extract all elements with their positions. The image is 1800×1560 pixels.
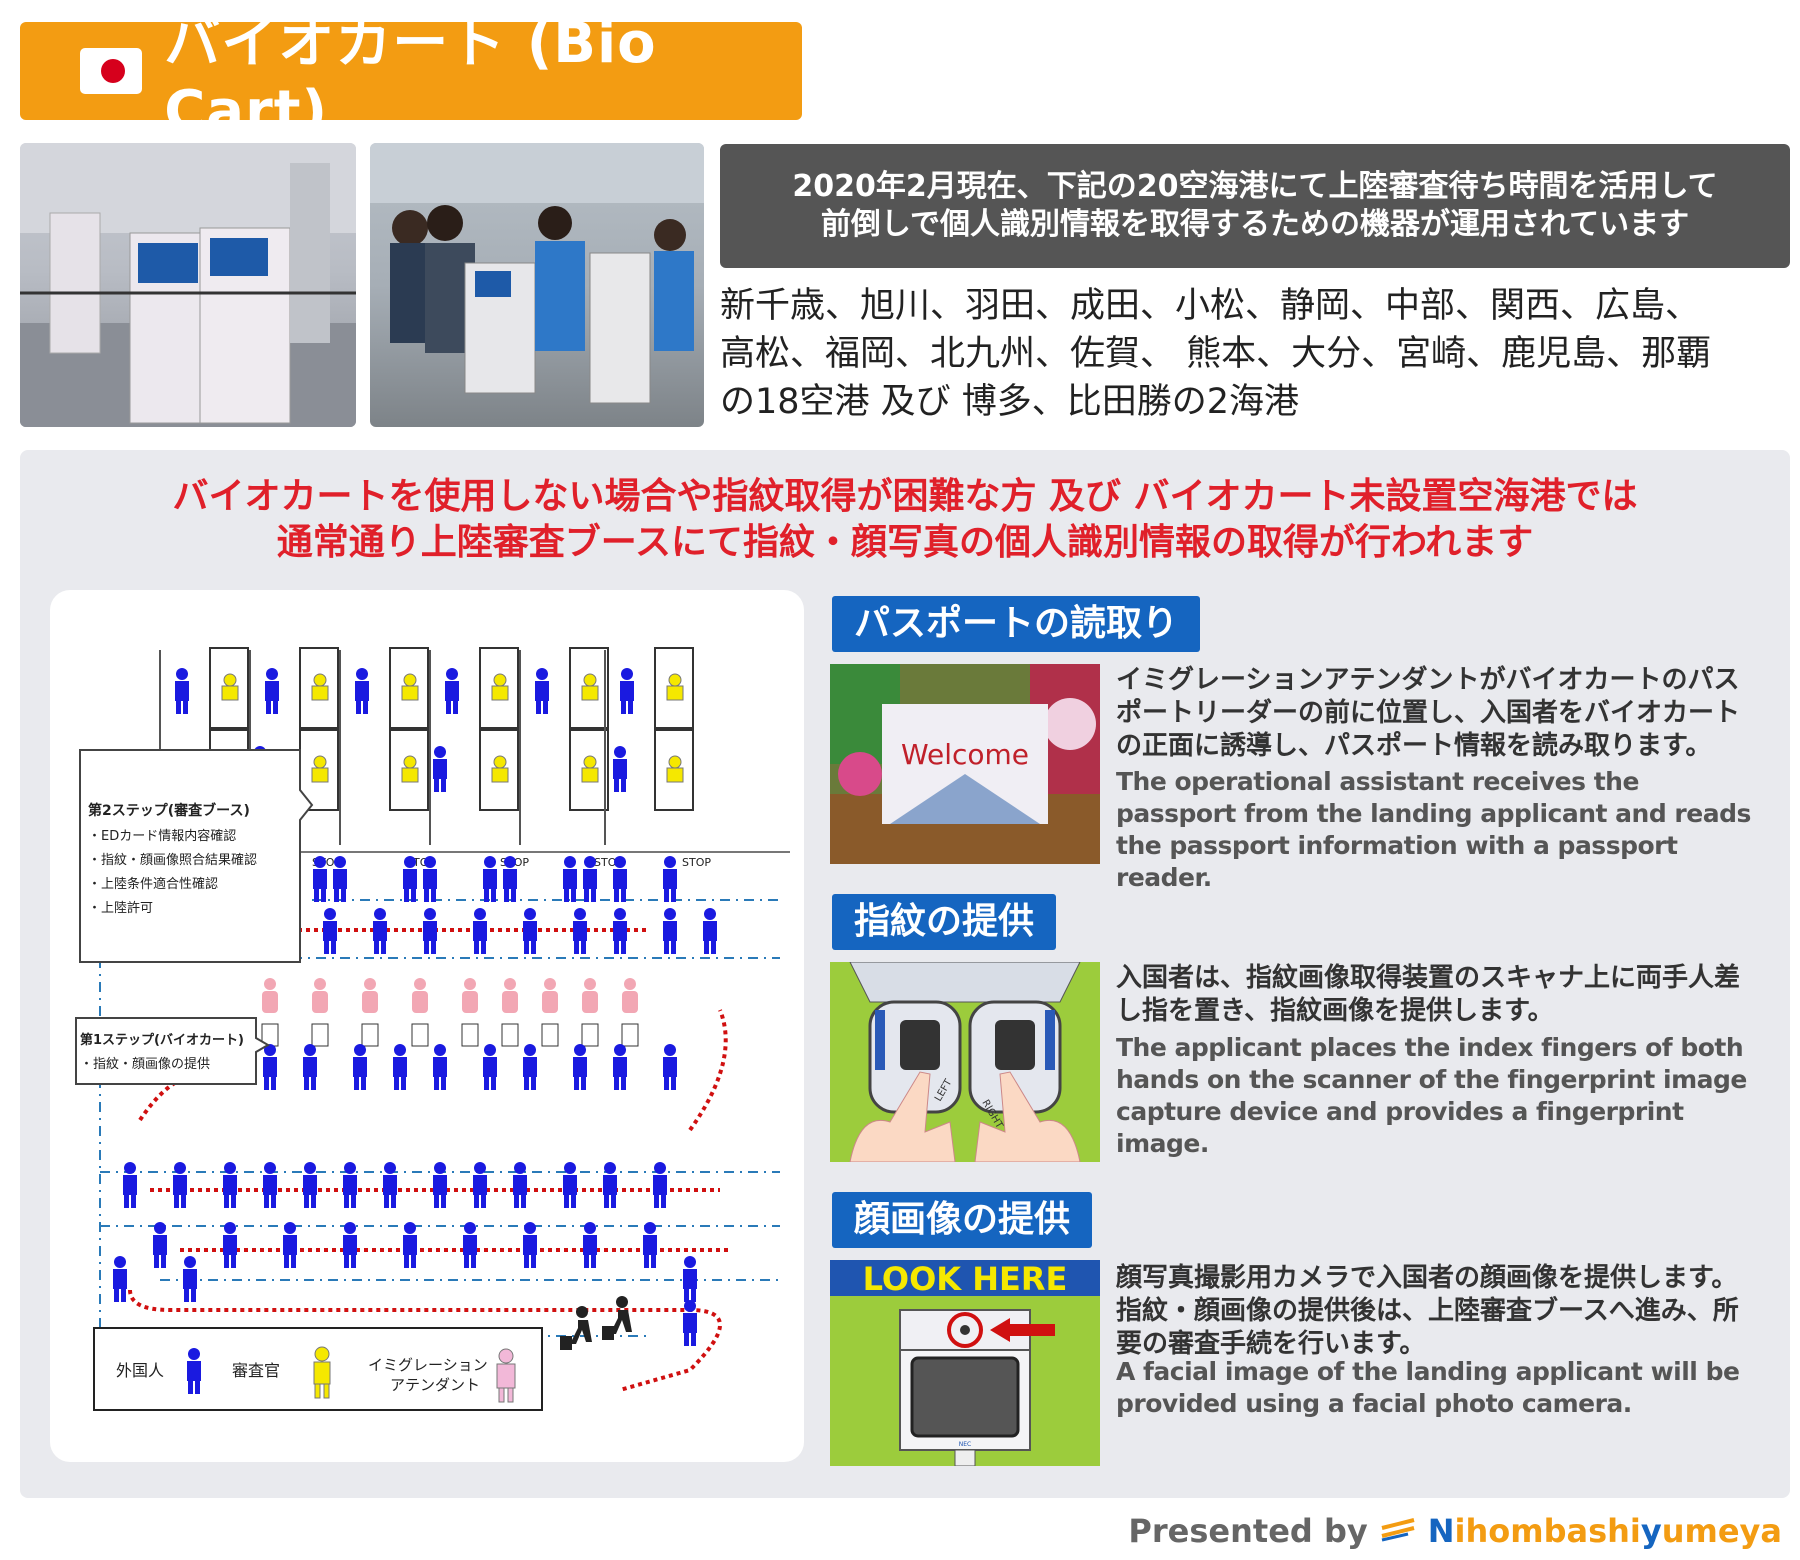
- step-label-face: 顔画像の提供: [832, 1192, 1093, 1248]
- legend-attendant-1: イミグレーション: [368, 1356, 488, 1374]
- welcome-image: Welcome: [830, 664, 1100, 864]
- presented-by: Presented by: [1128, 1512, 1368, 1550]
- booth: [519, 647, 627, 845]
- biocart-photo-queue: [370, 143, 704, 427]
- step1-title: 第1ステップ(バイオカート): [80, 1032, 244, 1048]
- travellers-icon: [560, 1296, 632, 1350]
- japan-flag-icon: [80, 48, 143, 94]
- step-face-en: A facial image of the landing applicant …: [1116, 1357, 1740, 1418]
- brand-name: Nihombashiyumeya: [1428, 1512, 1782, 1550]
- brand-y: y: [1640, 1512, 1662, 1550]
- legend-foreigner: 外国人: [116, 1361, 164, 1380]
- title-bar: バイオカート (Bio Cart): [20, 11, 802, 144]
- info-box: 2020年2月現在、下記の20空海港にて上陸審査待ち時間を活用して 前倒しで個人…: [720, 144, 1790, 268]
- booth: [339, 647, 447, 845]
- step2-item-4: ・上陸許可: [88, 900, 153, 916]
- step-fingerprint-en: The applicant places the index fingers o…: [1116, 1033, 1747, 1158]
- look-here-text: LOOK HERE: [863, 1260, 1068, 1298]
- biocart-photo-machines: [20, 143, 356, 427]
- step-label-fingerprint: 指紋の提供: [832, 894, 1057, 950]
- step-face-jp: 顔写真撮影用カメラで入国者の顔画像を提供します。指紋・顔画像の提供後は、上陸審査…: [1116, 1263, 1739, 1359]
- booth: [604, 647, 694, 845]
- brand-logo-icon: [1378, 1512, 1418, 1550]
- step2-item-1: ・EDカード情報内容確認: [88, 828, 236, 844]
- notice-line-1: バイオカートを使用しない場合や指紋取得が困難な方 及び バイオカート未設置空海港…: [172, 476, 1638, 517]
- ports-line-3: の18空港 及び 博多、比田勝の2海港: [720, 382, 1300, 422]
- step-passport-jp: イミグレーションアテンダントがバイオカートのパスポートリーダーの前に位置し、入国…: [1116, 665, 1741, 761]
- face-camera-image: LOOK HERE NEC: [830, 1260, 1100, 1466]
- info-line-1: 2020年2月現在、下記の20空海港にて上陸審査待ち時間を活用して: [792, 169, 1718, 204]
- brand-part-2: umeya: [1661, 1512, 1782, 1550]
- brand-part-1: ihombashi: [1454, 1512, 1641, 1550]
- info-line-2: 前倒しで個人識別情報を取得するための機器が運用されています: [820, 207, 1690, 242]
- booth: [429, 647, 519, 845]
- step1-item: ・指紋・顔画像の提供: [80, 1056, 210, 1072]
- step-fingerprint-jp: 入国者は、指紋画像取得装置のスキャナ上に両手人差し指を置き、指紋画像を提供します…: [1116, 963, 1741, 1026]
- flow-diagram: STOPSTOPSTOPSTOPSTOP 第2ステップ(審査ブース) ・EDカー…: [50, 590, 804, 1462]
- notice-line-2: 通常通り上陸審査ブースにて指紋・顔写真の個人識別情報の取得が行われます: [276, 522, 1534, 563]
- ports-line-1: 新千歳、旭川、羽田、成田、小松、静岡、中部、関西、広島、: [720, 286, 1701, 326]
- ports-line-2: 高松、福岡、北九州、佐賀、 熊本、大分、宮崎、鹿児島、那覇: [720, 334, 1712, 374]
- step2-item-2: ・指紋・顔画像照合結果確認: [88, 852, 257, 868]
- step-passport-en: The operational assistant receives the p…: [1116, 767, 1751, 892]
- legend-officer: 審査官: [232, 1361, 280, 1380]
- fingerprint-image: LEFT RIGHT: [830, 962, 1100, 1162]
- red-notice: バイオカートを使用しない場合や指紋取得が困難な方 及び バイオカート未設置空海港…: [20, 474, 1790, 566]
- step2-title: 第2ステップ(審査ブース): [88, 802, 250, 819]
- legend-attendant-2: アテンダント: [390, 1376, 480, 1394]
- welcome-text: Welcome: [901, 738, 1029, 771]
- step-label-passport: パスポートの読取り: [832, 596, 1201, 652]
- ports-list: 新千歳、旭川、羽田、成田、小松、静岡、中部、関西、広島、 高松、福岡、北九州、佐…: [720, 282, 1795, 426]
- footer-credit: Presented by Nihombashiyumeya: [1128, 1512, 1782, 1550]
- nec-label: NEC: [959, 1441, 971, 1448]
- page-title: バイオカート (Bio Cart): [164, 11, 657, 144]
- brand-n: N: [1427, 1512, 1455, 1550]
- stop-label: STOP: [682, 856, 711, 869]
- step2-item-3: ・上陸条件適合性確認: [88, 876, 218, 892]
